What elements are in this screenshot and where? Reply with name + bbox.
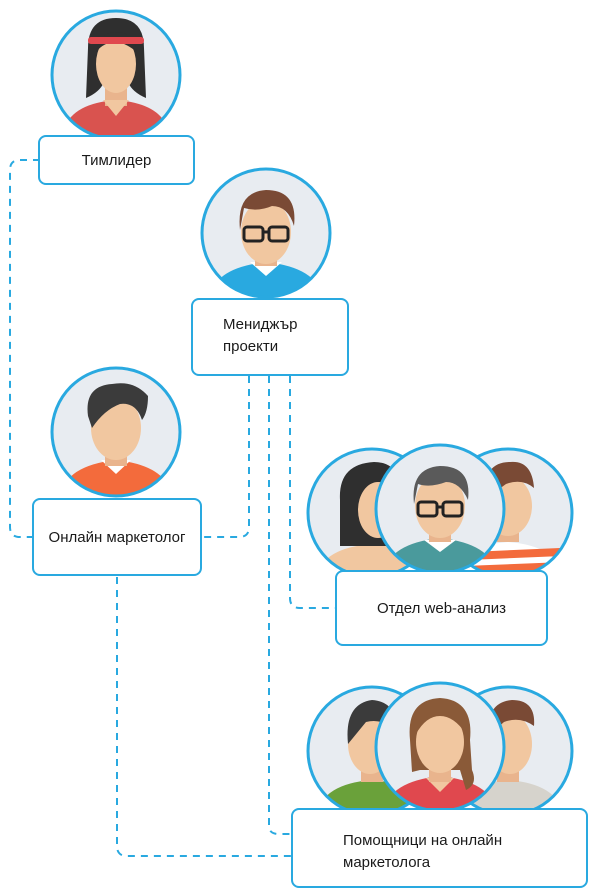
- connector-lines: [9, 159, 336, 857]
- connector-manager-marketer: [196, 376, 250, 538]
- web-analysis-label: Отдел web-анализ: [376, 600, 507, 617]
- web-analysis-label-box: Отдел web-анализ: [335, 570, 548, 646]
- connector-marketer-assistants: [116, 577, 292, 857]
- avatar-group-assistants: [306, 681, 574, 817]
- connector-manager-webanalysis: [289, 376, 336, 609]
- connector-teamlead-marketer: [9, 159, 40, 538]
- avatar-web-analyst-center: [374, 443, 506, 575]
- online-marketer-label: Онлайн маркетолог: [48, 529, 186, 546]
- avatar-assistant-center: [374, 681, 506, 813]
- project-manager-label-line2: проекти: [223, 338, 279, 355]
- teamlead-label: Тимлидер: [81, 152, 152, 169]
- avatar-group-web-analysis: [306, 443, 574, 579]
- avatar-project-manager: [200, 167, 332, 299]
- project-manager-label-line1: Мениджър: [223, 316, 298, 333]
- avatar-teamlead: [50, 9, 182, 141]
- assistants-label-line2: маркетолога: [343, 854, 431, 871]
- teamlead-label-box: Тимлидер: [38, 135, 195, 185]
- avatar-online-marketer: [50, 366, 182, 498]
- online-marketer-label-box: Онлайн маркетолог: [32, 498, 202, 576]
- connector-manager-assistants: [268, 376, 292, 835]
- project-manager-label-box: Мениджър проекти: [191, 298, 349, 376]
- assistants-label-box: Помощници на онлайн маркетолога: [291, 808, 588, 888]
- assistants-label-line1: Помощници на онлайн: [343, 832, 503, 849]
